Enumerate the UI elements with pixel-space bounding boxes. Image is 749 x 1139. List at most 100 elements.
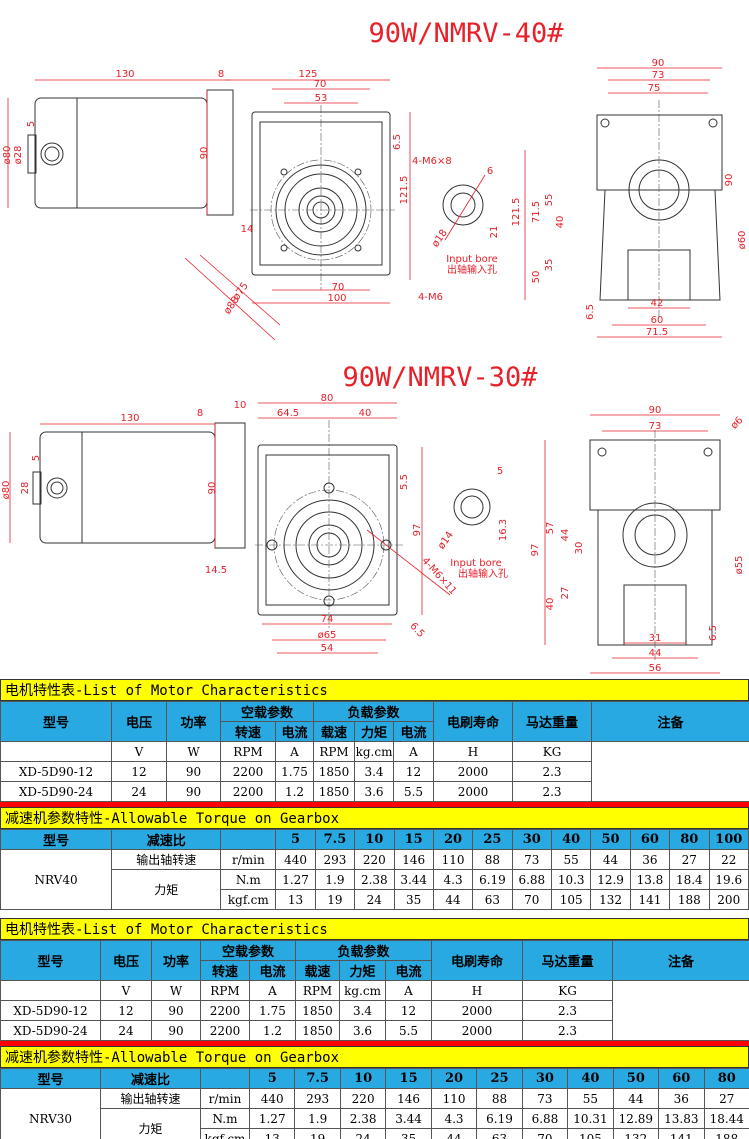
value-cell: 2.38 bbox=[339, 1108, 387, 1129]
dim-label: 80 bbox=[321, 393, 334, 404]
dim-label: 16.3 bbox=[498, 519, 509, 541]
table-cell: 2000 bbox=[431, 1000, 524, 1021]
value-cell: 110 bbox=[432, 849, 474, 870]
dim-label: ø80 bbox=[1, 481, 12, 500]
value-cell: 27 bbox=[669, 849, 710, 870]
ratio-header: 100 bbox=[708, 829, 749, 850]
value-cell: 4.3 bbox=[432, 869, 474, 890]
table-cell: 2000 bbox=[431, 1020, 524, 1041]
value-cell: 1.27 bbox=[275, 869, 316, 890]
value-cell: 24 bbox=[339, 1128, 387, 1139]
unit-cell: H bbox=[431, 980, 524, 1001]
col-load-speed: 载速 bbox=[295, 960, 341, 981]
dim-label: 42 bbox=[651, 298, 664, 309]
notes-cell bbox=[591, 741, 749, 802]
dim-label: 40 bbox=[545, 598, 556, 611]
unit-cell: kg.cm bbox=[354, 741, 395, 762]
dim-label: 71.5 bbox=[646, 327, 668, 338]
gearbox-table-title: 减速机参数特性-Allowable Torque on Gearbox bbox=[0, 807, 749, 829]
dim-label: 90 bbox=[199, 147, 210, 160]
dim-label: 14 bbox=[241, 224, 254, 235]
value-cell: 70 bbox=[511, 889, 553, 910]
table-cell: 90 bbox=[166, 781, 221, 802]
value-cell: 88 bbox=[476, 1088, 523, 1109]
dim-label: 4-M6 bbox=[418, 292, 443, 303]
col-notes: 注备 bbox=[612, 940, 749, 981]
unit-cell: kg.cm bbox=[339, 980, 387, 1001]
value-cell: 146 bbox=[385, 1088, 432, 1109]
value-cell: 63 bbox=[476, 1128, 523, 1139]
col-power: 功率 bbox=[166, 701, 221, 742]
unit-cell: A bbox=[393, 741, 435, 762]
unit-cell: N.m bbox=[200, 1108, 250, 1129]
title-nmrv30: 90W/NMRV-30# bbox=[342, 362, 538, 393]
dim-label: 57 bbox=[545, 522, 556, 535]
value-cell: 55 bbox=[550, 849, 592, 870]
dim-label: 71.5 bbox=[531, 201, 542, 223]
value-cell: 141 bbox=[658, 1128, 705, 1139]
dim-label: 90 bbox=[207, 482, 218, 495]
ratio-header: 60 bbox=[658, 1068, 705, 1089]
dim-label: ø65 bbox=[318, 630, 337, 641]
value-cell: 24 bbox=[354, 889, 395, 910]
table-cell: 90 bbox=[151, 1000, 201, 1021]
table-cell: 3.4 bbox=[339, 1000, 387, 1021]
ratio-header: 15 bbox=[385, 1068, 432, 1089]
table-cell: 2200 bbox=[220, 761, 276, 782]
speed-label: 输出轴转速 bbox=[100, 1088, 201, 1109]
value-cell: 12.9 bbox=[590, 869, 631, 890]
dim-label: 5 bbox=[26, 121, 37, 127]
value-cell: 18.4 bbox=[669, 869, 710, 890]
value-cell: 10.31 bbox=[567, 1108, 614, 1129]
dim-label: 8 bbox=[197, 408, 203, 419]
table-cell: 1850 bbox=[295, 1000, 341, 1021]
value-cell: 44 bbox=[590, 849, 631, 870]
table-cell: 1.2 bbox=[248, 1020, 297, 1041]
dim-label: 31 bbox=[649, 633, 662, 644]
unit-cell: A bbox=[248, 980, 297, 1001]
value-cell: 6.19 bbox=[472, 869, 513, 890]
value-cell: 27 bbox=[703, 1088, 749, 1109]
ratio-header: 30 bbox=[511, 829, 553, 850]
table-cell: 1.2 bbox=[274, 781, 315, 802]
dim-label: 8 bbox=[218, 69, 224, 80]
table-cell: XD-5D90-12 bbox=[0, 1000, 101, 1021]
dim-label: 6.5 bbox=[708, 625, 719, 641]
dim-label: 70 bbox=[332, 282, 345, 293]
col-no-load: 空载参数 bbox=[199, 940, 297, 961]
value-cell: 6.88 bbox=[521, 1108, 569, 1129]
col-model: 型号 bbox=[0, 829, 113, 850]
dim-label: 50 bbox=[531, 271, 542, 284]
divider bbox=[0, 1041, 749, 1046]
dim-label: 56 bbox=[649, 663, 662, 674]
table-cell: 1.75 bbox=[274, 761, 315, 782]
dim-label: 90 bbox=[649, 405, 662, 416]
value-cell: 1.27 bbox=[248, 1108, 296, 1129]
dim-label: 6 bbox=[487, 166, 493, 177]
gearbox-table-title: 减速机参数特性-Allowable Torque on Gearbox bbox=[0, 1046, 749, 1068]
unit-cell: kgf.cm bbox=[220, 889, 277, 910]
ratio-header: 80 bbox=[669, 829, 710, 850]
unit-cell: RPM bbox=[313, 741, 356, 762]
dim-label: 40 bbox=[555, 216, 566, 229]
dim-label: 5 bbox=[497, 466, 503, 477]
value-cell: 220 bbox=[354, 849, 395, 870]
unit-cell: H bbox=[433, 741, 514, 762]
dim-label: 40 bbox=[359, 408, 372, 419]
divider bbox=[0, 802, 749, 807]
table-cell: 3.6 bbox=[354, 781, 395, 802]
dim-label: 28 bbox=[20, 482, 31, 495]
dim-label: 75 bbox=[648, 83, 661, 94]
value-cell: 73 bbox=[521, 1088, 569, 1109]
col-current: 电流 bbox=[248, 960, 297, 981]
unit-cell: RPM bbox=[295, 980, 341, 1001]
table-cell: XD-5D90-24 bbox=[0, 781, 112, 802]
dim-label: 70 bbox=[314, 79, 327, 90]
